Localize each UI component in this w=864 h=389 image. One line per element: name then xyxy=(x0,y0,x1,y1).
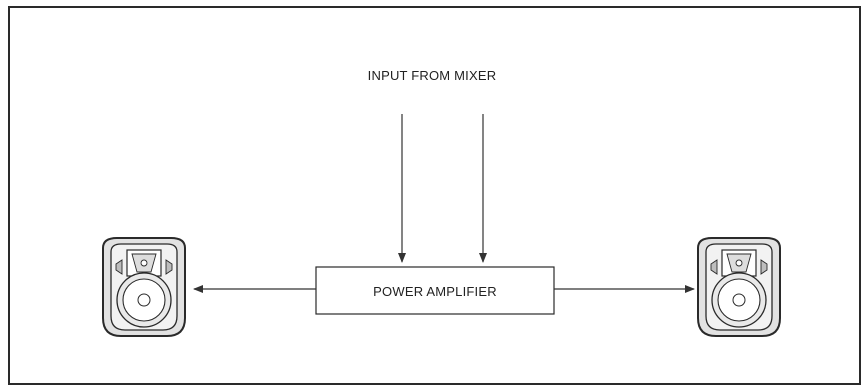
power-amplifier-label: POWER AMPLIFIER xyxy=(373,284,497,299)
input-from-mixer-label: INPUT FROM MIXER xyxy=(368,68,497,83)
power-amplifier-box: POWER AMPLIFIER xyxy=(315,266,555,315)
left-speaker-icon xyxy=(102,237,186,337)
right-speaker-icon xyxy=(697,237,781,337)
